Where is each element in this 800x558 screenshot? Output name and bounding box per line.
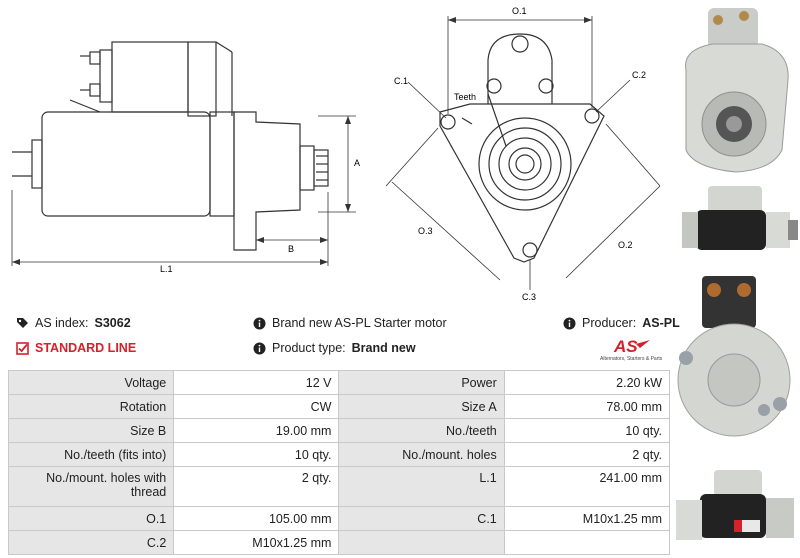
spec-label: No./mount. holes (338, 442, 505, 467)
table-row: O.1 105.00 mm C.1 M10x1.25 mm (7, 506, 671, 531)
dim-label-b: B (288, 244, 294, 254)
table-row: Rotation CW Size A 78.00 mm (7, 394, 671, 419)
dim-label-o2: O.2 (618, 240, 633, 250)
spec-label: Size A (338, 394, 505, 419)
dim-label-l1: L.1 (160, 264, 173, 274)
spec-value (503, 530, 671, 555)
spec-label: Voltage (7, 370, 175, 395)
spec-label: C.2 (7, 530, 175, 555)
spec-label (338, 530, 505, 555)
spec-value: 78.00 mm (503, 394, 671, 419)
dim-label-o3: O.3 (418, 226, 433, 236)
starter-side-photo (682, 186, 798, 250)
technical-drawing: L.1 B A O.1 C.1 C.2 Teeth O.3 (0, 0, 670, 300)
side-view-drawing (12, 41, 329, 251)
tag-icon (16, 317, 29, 330)
starter-front-photo (685, 8, 789, 173)
dim-label-c3: C.3 (522, 292, 536, 300)
info-icon (563, 317, 576, 330)
standard-line-text: STANDARD LINE (35, 341, 137, 355)
spec-label: Rotation (7, 394, 175, 419)
table-row: No./teeth (fits into) 10 qty. No./mount.… (7, 442, 671, 467)
product-type: Product type: Brand new (253, 341, 416, 355)
spec-label: L.1 (338, 466, 505, 507)
spec-label: No./mount. holes with thread (7, 466, 175, 507)
spec-value: CW (173, 394, 340, 419)
product-type-label: Product type: (272, 341, 346, 355)
spec-label: O.1 (7, 506, 175, 531)
description-text: Brand new AS-PL Starter motor (272, 316, 447, 330)
logo-text: AS (613, 337, 638, 356)
dim-label-c1: C.1 (394, 76, 408, 86)
as-index-value: S3062 (94, 316, 131, 330)
spec-label: No./teeth (fits into) (7, 442, 175, 467)
spec-value: 2 qty. (503, 442, 671, 467)
product-type-value: Brand new (351, 341, 416, 355)
table-row: Size B 19.00 mm No./teeth 10 qty. (7, 418, 671, 443)
as-pl-logo: AS Alternators, Starters & Parts (600, 336, 672, 362)
spec-value: 10 qty. (173, 442, 340, 467)
producer-label: Producer: (582, 316, 637, 330)
spec-value: 19.00 mm (173, 418, 340, 443)
spec-table: Voltage 12 V Power 2.20 kW Rotation CW S… (7, 370, 671, 555)
table-row: C.2 M10x1.25 mm (7, 530, 671, 555)
product-photos (672, 0, 800, 558)
spec-value: M10x1.25 mm (173, 530, 340, 555)
spec-value: 2 qty. (173, 466, 340, 507)
spec-value: 10 qty. (503, 418, 671, 443)
dim-label-o1: O.1 (512, 6, 527, 16)
logo-tagline: Alternators, Starters & Parts (600, 356, 663, 362)
table-row: No./mount. holes with thread 2 qty. L.1 … (7, 466, 671, 507)
spec-label: C.1 (338, 506, 505, 531)
spec-label: Power (338, 370, 505, 395)
spec-value: M10x1.25 mm (503, 506, 671, 531)
checkbox-icon (16, 341, 29, 355)
as-index-label: AS index: (35, 316, 89, 330)
producer: Producer: AS-PL (563, 316, 680, 330)
starter-label-photo (676, 470, 794, 540)
spec-value: 105.00 mm (173, 506, 340, 531)
product-info: AS index: S3062 Brand new AS-PL Starter … (0, 312, 680, 360)
info-icon (253, 317, 266, 330)
dim-label-teeth: Teeth (454, 92, 476, 102)
description: Brand new AS-PL Starter motor (253, 316, 447, 330)
spec-label: Size B (7, 418, 175, 443)
table-row: Voltage 12 V Power 2.20 kW (7, 370, 671, 395)
spec-label: No./teeth (338, 418, 505, 443)
dim-label-a: A (354, 158, 360, 168)
producer-value: AS-PL (642, 316, 680, 330)
dim-label-c2: C.2 (632, 70, 646, 80)
starter-rear-photo (677, 276, 791, 437)
as-index: AS index: S3062 (16, 316, 131, 330)
spec-value: 2.20 kW (503, 370, 671, 395)
spec-value: 241.00 mm (503, 466, 671, 507)
front-view-drawing (439, 33, 605, 263)
info-icon (253, 342, 266, 355)
spec-value: 12 V (173, 370, 340, 395)
standard-line: STANDARD LINE (16, 341, 136, 355)
